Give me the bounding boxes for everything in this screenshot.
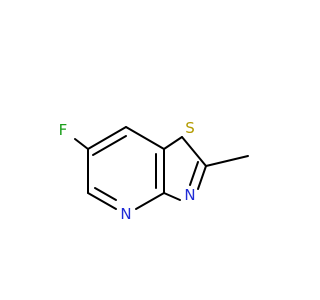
fluorine-label: F bbox=[59, 121, 68, 139]
sulfur-label: S bbox=[185, 119, 195, 137]
bond-n4-c5 bbox=[87, 192, 117, 210]
bond-n4-c5-inner bbox=[94, 187, 117, 201]
bond-c3a-n4 bbox=[135, 192, 165, 210]
bonds bbox=[74, 126, 249, 210]
bond-c7a-s bbox=[163, 136, 183, 150]
bond-c6-c7 bbox=[87, 126, 127, 150]
atom-labels: F S N N bbox=[59, 119, 196, 223]
bond-n3-c3a bbox=[163, 192, 181, 201]
thiazole-nitrogen-label: N bbox=[184, 186, 195, 204]
bond-c2-methyl bbox=[205, 155, 249, 167]
bond-c2-n3 bbox=[197, 165, 207, 190]
bond-c2-n3-inner bbox=[189, 161, 199, 186]
structure-diagram: F S N N bbox=[59, 119, 249, 223]
bond-s-c2 bbox=[181, 136, 207, 167]
bond-c7-c7a bbox=[125, 126, 165, 150]
bond-c6-c7-inner bbox=[92, 135, 127, 156]
bond-f-c6 bbox=[74, 138, 89, 150]
pyridine-nitrogen-label: N bbox=[120, 205, 131, 223]
